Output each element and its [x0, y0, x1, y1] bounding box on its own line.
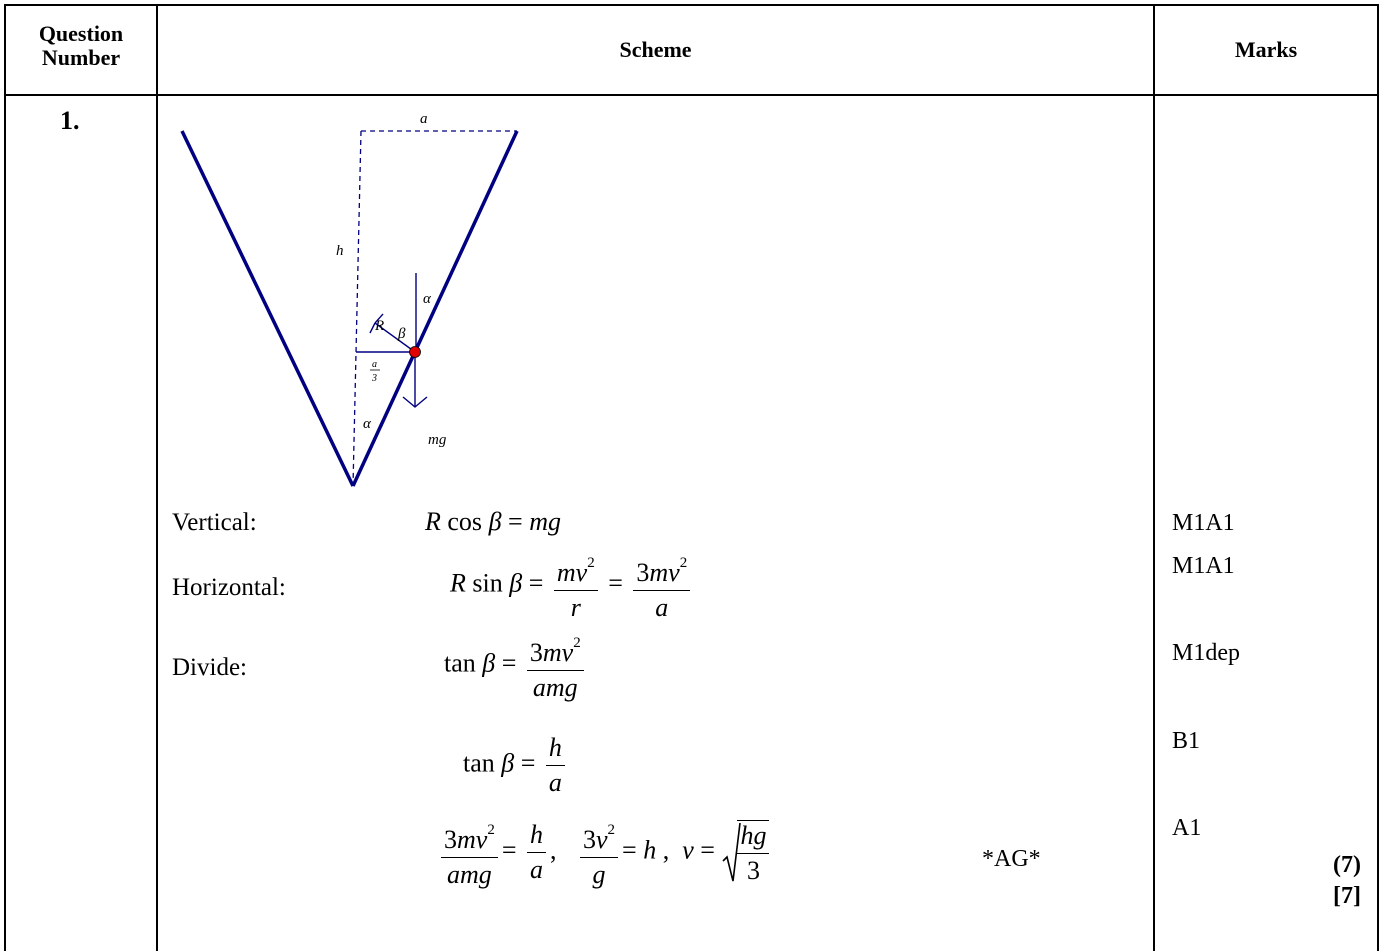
header-question-number: Question Number	[6, 22, 156, 70]
label-mg: mg	[428, 432, 447, 448]
label-alpha-lower: α	[363, 416, 372, 432]
label-alpha-upper: α	[423, 291, 432, 307]
label-a-top: a	[420, 111, 428, 127]
header-question-line2: Number	[41, 45, 121, 70]
question-number: 1.	[60, 106, 80, 135]
table-border-right	[1377, 4, 1379, 951]
dashed-guides	[352, 130, 517, 487]
subtotal-marks: (7)	[1333, 852, 1361, 878]
header-divider	[4, 94, 1379, 96]
mark-tan-geometry: B1	[1172, 728, 1201, 754]
mark-final: A1	[1172, 815, 1202, 841]
particle	[409, 346, 421, 358]
label-a-frac-den: 3	[371, 373, 377, 384]
header-question-line1: Question	[38, 21, 124, 46]
header-scheme: Scheme	[619, 37, 692, 62]
label-a-frac-num: a	[372, 359, 377, 370]
table-border-left	[4, 4, 6, 951]
horizontal-label: Horizontal:	[172, 574, 286, 601]
cone-walls	[180, 130, 519, 487]
header-marks: Marks	[1234, 37, 1298, 62]
sqrt-sign	[722, 822, 742, 881]
equation-vertical: R cos β = mg	[425, 507, 561, 536]
table-border-top	[4, 4, 1379, 6]
label-R: R	[374, 318, 384, 334]
mark-divide: M1dep	[1172, 640, 1240, 666]
label-h: h	[336, 243, 344, 259]
force-lines	[356, 273, 428, 408]
mark-vertical: M1A1	[1172, 510, 1235, 536]
column-divider-1	[156, 4, 158, 951]
total-marks: [7]	[1333, 883, 1361, 909]
mark-horizontal: M1A1	[1172, 553, 1235, 579]
cone-diagram: a h α R β a 3 α mg	[180, 111, 519, 487]
divide-label: Divide:	[172, 654, 247, 681]
answer-given-note: *AG*	[982, 846, 1041, 872]
column-divider-2	[1153, 4, 1155, 951]
vertical-label: Vertical:	[172, 509, 257, 536]
label-beta: β	[397, 326, 406, 342]
